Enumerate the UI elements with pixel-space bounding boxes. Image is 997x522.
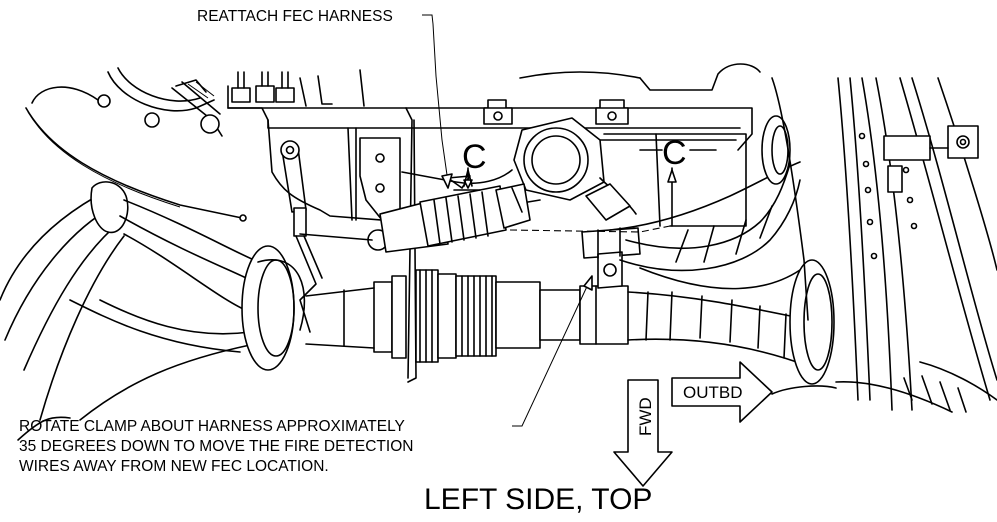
vertical-bracket [347,107,417,383]
rotate-leader [512,279,591,427]
right-frame [771,77,997,413]
view-title: LEFT SIDE, TOP [424,483,652,516]
left-grommet [241,245,306,371]
left-harness-bundle [0,181,277,441]
section-marker-c-left: C [453,138,487,191]
outboard-arrow: OUTBD [671,361,773,423]
forward-label: FWD [636,397,655,436]
harness-clamp [581,227,641,289]
rotate-clamp-callout: ROTATE CLAMP ABOUT HARNESS APPROXIMATELY… [19,275,593,475]
fire-detector-probe [280,140,389,333]
rotate-label-line2: 35 DEGREES DOWN TO MOVE THE FIRE DETECTI… [19,438,413,455]
reattach-callout: REATTACH FEC HARNESS [197,8,453,189]
right-harness-bundle [609,161,811,367]
svg-text:C: C [662,134,687,172]
section-marker-c-right: C [639,134,717,227]
clamp-rotation-guide [509,225,671,233]
svg-text:C: C [462,138,487,176]
right-grommets [761,115,835,385]
outboard-label: OUTBD [683,383,743,402]
fec-connector [379,169,531,253]
forward-arrow: FWD [613,379,673,487]
main-axial-connector [305,269,629,363]
reattach-leader [422,14,449,183]
hex-fitting [513,117,637,221]
upper-left-bracket-assembly [31,67,223,137]
rotate-label-line3: WIRES AWAY FROM NEW FEC LOCATION. [19,458,329,475]
rotate-label-line1: ROTATE CLAMP ABOUT HARNESS APPROXIMATELY [19,418,405,435]
top-wire-bundle [231,63,761,125]
reattach-label: REATTACH FEC HARNESS [197,8,393,25]
sensor-rod [25,107,243,219]
